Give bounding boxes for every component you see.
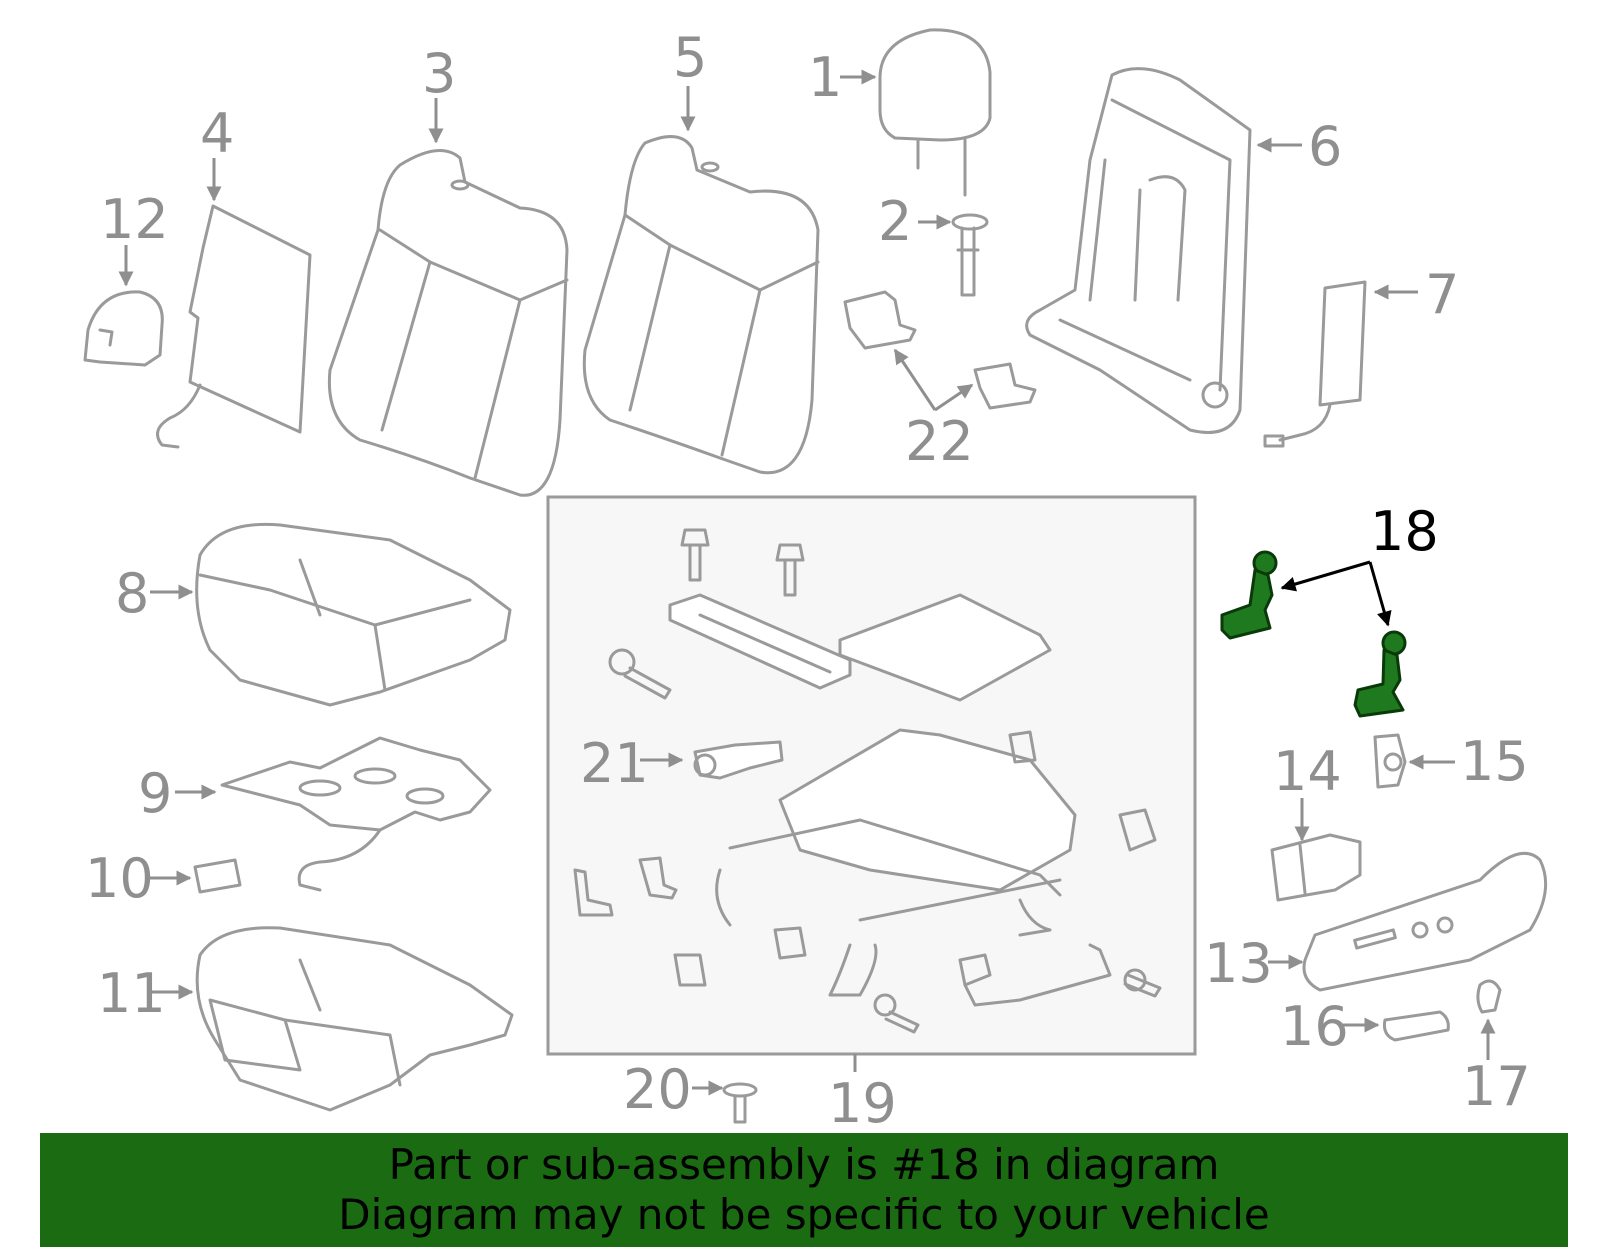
part-1-headrest <box>878 28 992 197</box>
part-8-cushion-pad <box>195 522 512 707</box>
callout-21: 21 <box>580 732 649 795</box>
banner-line-1: Part or sub-assembly is #18 in diagram <box>388 1140 1220 1189</box>
part-3-seatback-cover <box>327 148 569 497</box>
callout-7: 7 <box>1425 263 1459 326</box>
callout-5: 5 <box>673 26 707 89</box>
part-5-seatback-pad <box>582 135 820 475</box>
callout-4: 4 <box>200 102 234 165</box>
callout-3: 3 <box>422 42 456 105</box>
assembly-19-parts <box>573 528 1162 1034</box>
callout-18: 18 <box>1370 500 1439 563</box>
part-16-button <box>1383 1010 1450 1042</box>
part-12-cover <box>83 290 164 367</box>
part-17-lever-knob <box>1476 979 1502 1014</box>
part-9-cushion-heater <box>220 736 492 892</box>
callout-8: 8 <box>115 562 149 625</box>
callout-2: 2 <box>878 190 912 253</box>
callout-6: 6 <box>1308 115 1342 178</box>
part-7-side-airbag <box>1263 280 1367 448</box>
callout-10: 10 <box>85 847 154 910</box>
part-18-bracket-right <box>1353 630 1407 718</box>
callout-20: 20 <box>623 1058 692 1121</box>
part-4-heater-panel <box>156 204 312 449</box>
callout-13: 13 <box>1204 932 1273 995</box>
callout-11: 11 <box>97 962 166 1025</box>
part-18-bracket-left <box>1220 550 1278 640</box>
callout-14: 14 <box>1273 740 1342 803</box>
part-10-connector <box>193 858 242 894</box>
part-20-bolt <box>722 1082 758 1124</box>
part-2-headrest-guide <box>951 213 989 297</box>
part-13-side-shield <box>1302 851 1548 992</box>
callout-19: 19 <box>828 1072 897 1135</box>
part-6-seatback-frame <box>1025 67 1252 434</box>
callout-12: 12 <box>100 188 169 251</box>
leader-lines <box>118 69 1496 1096</box>
part-11-cushion-cover <box>195 926 514 1112</box>
part-22-brackets <box>843 290 1037 410</box>
callout-1: 1 <box>808 46 842 109</box>
callout-15: 15 <box>1460 730 1529 793</box>
banner-line-2: Diagram may not be specific to your vehi… <box>338 1190 1270 1239</box>
callout-17: 17 <box>1462 1055 1531 1118</box>
part-15-knob <box>1373 733 1407 789</box>
callout-16: 16 <box>1280 995 1349 1058</box>
callout-22: 22 <box>905 410 974 473</box>
callout-9: 9 <box>138 762 172 825</box>
info-banner: Part or sub-assembly is #18 in diagram D… <box>40 1133 1568 1247</box>
part-14-switch-cover <box>1270 833 1362 902</box>
callout-labels: 1 2 3 4 5 6 7 8 9 10 11 12 13 14 15 16 1… <box>85 26 1531 1135</box>
